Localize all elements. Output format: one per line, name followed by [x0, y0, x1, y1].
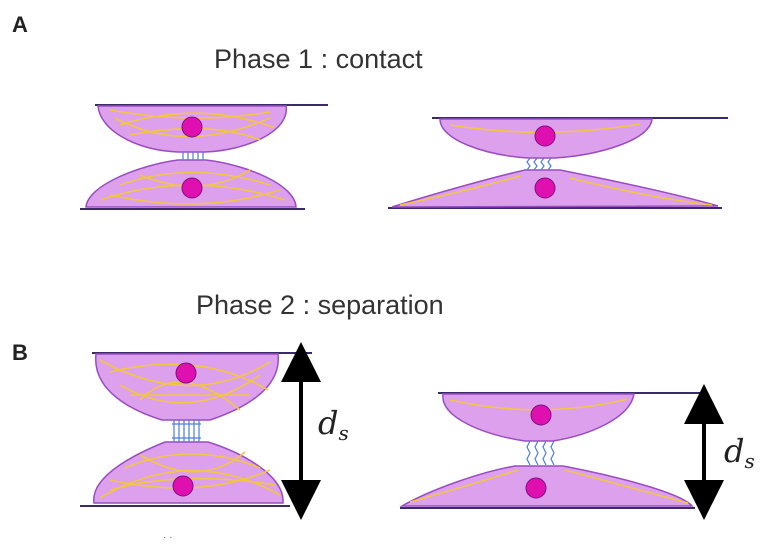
lower-nucleus: [172, 475, 194, 497]
upper-nucleus: [175, 362, 197, 384]
lower-nucleus: [181, 177, 203, 199]
separation-distance-label-left: ds: [318, 404, 349, 445]
adhesion-bonds: [172, 420, 201, 442]
contact-rigid-pair: [80, 104, 328, 210]
contact-soft-pair: [388, 117, 728, 209]
panel-b-letter: B: [12, 340, 28, 365]
upper-nucleus: [181, 116, 203, 138]
lower-cell: [93, 441, 284, 504]
separation-soft-pair: [399, 384, 724, 520]
upper-nucleus: [534, 125, 556, 147]
separation-rigid-pair: · ·: [80, 342, 321, 543]
separation-distance-label-right: ds: [724, 432, 755, 473]
lower-nucleus: [525, 477, 547, 499]
adhesion-bonds: [526, 440, 555, 466]
lower-cell: [399, 465, 694, 507]
stray-mark: · ·: [163, 532, 172, 543]
adhesion-bonds: [526, 157, 552, 171]
panel-a-letter: A: [12, 12, 28, 37]
upper-nucleus: [530, 404, 552, 426]
phase-2-title: Phase 2 : separation: [196, 290, 444, 320]
lower-nucleus: [534, 177, 556, 199]
phase-1-title: Phase 1 : contact: [214, 44, 423, 74]
adhesion-bonds: [182, 152, 204, 160]
